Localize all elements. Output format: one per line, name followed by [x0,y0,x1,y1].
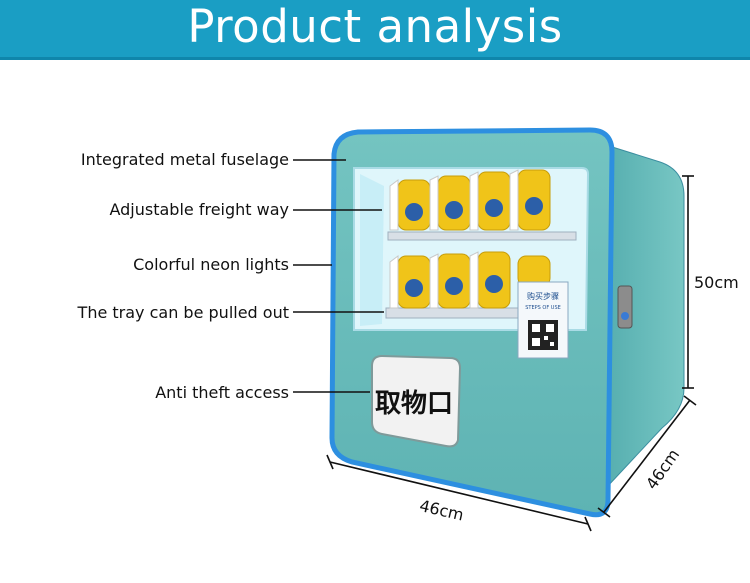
title-banner: Product analysis [0,0,750,60]
depth-dimension-line [603,399,691,513]
instruction-card-subtitle: STEPS OF USE [525,305,561,311]
feature-integrated-metal-fuselage: Integrated metal fuselage [80,150,289,169]
width-dimension-line [329,461,589,525]
feature-colorful-neon-lights: Colorful neon lights [133,255,289,274]
instruction-card: 购买步骤 STEPS OF USE [517,281,569,359]
pickup-port-label: 取物口 [375,389,453,419]
can-row-bottom [389,251,551,309]
height-dimension-label: 50cm [694,273,739,292]
instruction-card-title: 购买步骤 [527,291,559,301]
feature-tray-pulled-out: The tray can be pulled out [77,303,289,322]
page-title: Product analysis [187,0,563,53]
feature-anti-theft-access: Anti theft access [155,383,289,402]
pickup-port: 取物口 [371,354,462,448]
feature-adjustable-freight-way: Adjustable freight way [109,200,289,219]
can-row-top [389,169,551,231]
